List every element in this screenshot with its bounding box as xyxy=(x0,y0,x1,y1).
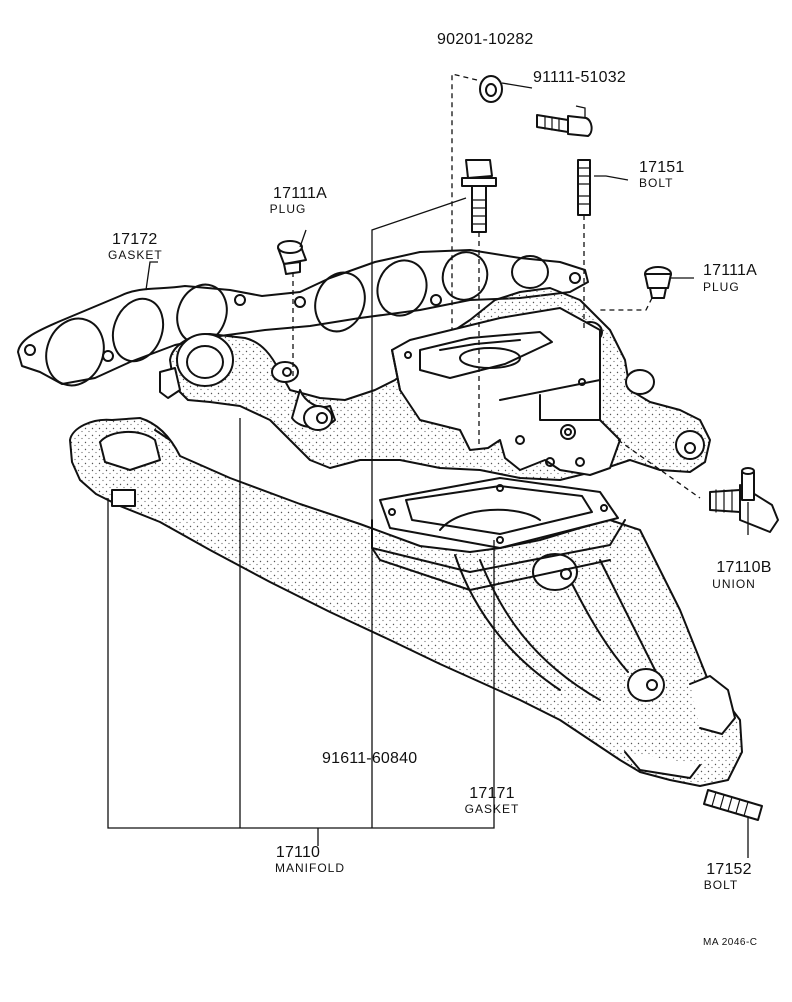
lower-manifold-body xyxy=(69,417,743,787)
bolt-part-number: 91111-51032 xyxy=(533,69,626,86)
plug-left xyxy=(277,240,307,275)
carb-gasket-name: GASKET xyxy=(464,802,520,816)
union-part-number: 17110B xyxy=(716,559,772,576)
plug-left-name: PLUG xyxy=(269,202,307,216)
exhaust-gasket-part-number: 17172 xyxy=(112,231,158,248)
center-stud-bolt xyxy=(461,159,497,233)
bottom-stud-part-number: 17152 xyxy=(706,861,752,878)
manifold-part-number: 17110 xyxy=(275,844,321,861)
washer xyxy=(479,75,503,103)
exhaust-gasket xyxy=(17,249,589,387)
manifold-name: MANIFOLD xyxy=(274,861,346,875)
union-fitting xyxy=(709,467,779,533)
bolt-91111 xyxy=(536,114,593,137)
stud-bolt-part-number: 17151 xyxy=(639,159,685,176)
leader-lines xyxy=(107,73,749,858)
bottom-stud-name: BOLT xyxy=(703,878,739,892)
center-stud-part-number: 91611-60840 xyxy=(322,750,418,767)
plug-left-part-number: 17111A xyxy=(273,185,327,202)
stud-bolt-17152 xyxy=(703,789,763,821)
drawing-code: MA 2046-C xyxy=(703,937,758,948)
plug-right-part-number: 17111A xyxy=(703,262,757,279)
stud-bolt-17151 xyxy=(577,159,591,216)
carburetor-gasket xyxy=(371,477,626,591)
washer-part-number: 90201-10282 xyxy=(437,31,534,48)
plug-right-name: PLUG xyxy=(703,280,740,294)
carb-gasket-part-number: 17171 xyxy=(469,785,515,802)
stud-bolt-name: BOLT xyxy=(639,176,674,190)
carburetor-flange xyxy=(391,307,621,476)
union-name: UNION xyxy=(712,577,756,591)
plug-right xyxy=(644,266,672,299)
exhaust-gasket-name: GASKET xyxy=(108,248,163,262)
